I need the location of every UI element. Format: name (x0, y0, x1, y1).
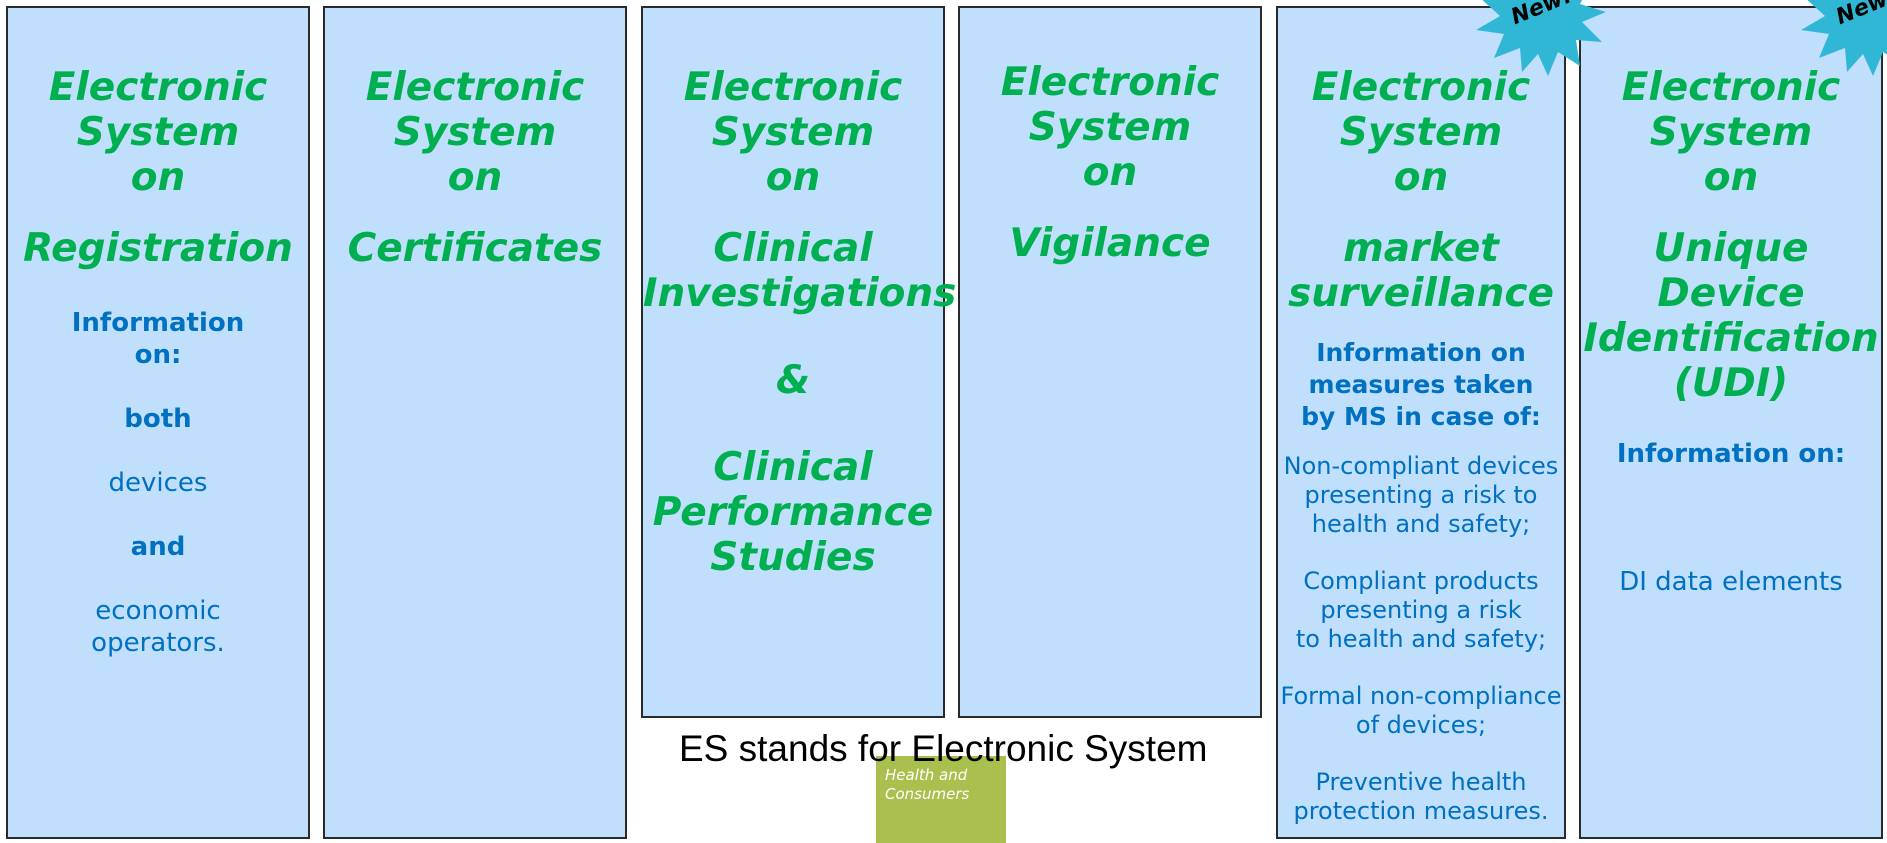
info-line: of devices; (1355, 711, 1487, 739)
title-line: on (1393, 155, 1449, 200)
new-badge-starburst (1476, 0, 1606, 76)
title-line: Electronic (48, 65, 268, 110)
info-line: devices (108, 468, 208, 498)
info-line: Non-compliant devices (1283, 452, 1559, 480)
title-line: System (1339, 110, 1503, 155)
title-line: Electronic (365, 65, 585, 110)
info-line: Information on: (1616, 439, 1846, 469)
title-line: System (1028, 105, 1192, 150)
title-line: Device (1657, 271, 1805, 316)
info-line: on: (134, 340, 182, 370)
info-line: Information on (1316, 338, 1526, 367)
title-line: Performance (652, 490, 934, 535)
panel-info: Information on measures taken by MS in c… (1278, 337, 1564, 826)
title-line: Clinical (713, 226, 873, 271)
info-line: both (124, 404, 192, 434)
panel-market-surveillance: Electronic System on market surveillance… (1276, 6, 1566, 839)
logo-line: Consumers (885, 785, 970, 803)
info-line: and (130, 532, 186, 562)
title-line: Investigations (643, 271, 957, 316)
title-line: System (711, 110, 875, 155)
title-line: System (393, 110, 557, 155)
footnote-text: ES stands for Electronic System (679, 728, 1208, 769)
info-line: Formal non-compliance (1280, 682, 1562, 710)
title-line: Electronic (1621, 65, 1841, 110)
info-line: to health and safety; (1295, 625, 1547, 653)
panel-clinical-investigations: Electronic System on Clinical Investigat… (641, 6, 957, 718)
info-line: presenting a risk (1320, 596, 1522, 624)
title-line: (UDI) (1673, 361, 1789, 406)
title-line: Identification (1583, 316, 1879, 361)
title-line: Electronic (1311, 65, 1531, 110)
panel-title: Electronic System on Clinical Investigat… (643, 65, 957, 580)
panel-info: Information on: DI data elements (1581, 438, 1881, 598)
info-line: by MS in case of: (1301, 402, 1541, 431)
panel-title: Electronic System on Unique Device Ident… (1581, 65, 1881, 406)
title-line: System (76, 110, 240, 155)
title-line: market (1343, 226, 1499, 271)
info-line: presenting a risk to (1304, 481, 1538, 509)
title-line: Certificates (347, 226, 603, 271)
panel-certificates: Electronic System on Certificates (323, 6, 627, 839)
info-line: Information (71, 308, 245, 338)
title-line: Clinical (713, 445, 873, 490)
health-and-consumers-logo: Health and Consumers (876, 756, 1006, 843)
info-line: operators. (91, 628, 225, 658)
logo-line: Health and (885, 766, 968, 784)
title-line: Electronic (683, 65, 903, 110)
panel-udi: Electronic System on Unique Device Ident… (1579, 6, 1883, 839)
title-line: Studies (710, 535, 876, 580)
title-line: Electronic (1000, 60, 1220, 105)
panel-title: Electronic System on Vigilance (960, 60, 1260, 266)
panel-title: Electronic System on Certificates (325, 65, 625, 271)
info-line: economic (95, 596, 221, 626)
info-line: Compliant products (1303, 567, 1539, 595)
panel-title: Electronic System on market surveillance (1278, 65, 1564, 316)
title-line: on (1082, 150, 1138, 195)
title-line: on (447, 155, 503, 200)
title-line: Unique (1653, 226, 1809, 271)
new-badge-starburst (1801, 0, 1887, 76)
info-line: protection measures. (1293, 797, 1549, 825)
title-line: System (1649, 110, 1813, 155)
title-line: surveillance (1288, 271, 1554, 316)
info-line: Preventive health (1315, 768, 1527, 796)
info-line: measures taken (1308, 370, 1534, 399)
title-line: on (130, 155, 186, 200)
title-line: Registration (23, 226, 293, 271)
title-line: on (1703, 155, 1759, 200)
title-line: Vigilance (1009, 221, 1211, 266)
panel-info: Information on: both devices and economi… (8, 307, 308, 659)
info-line: health and safety; (1311, 510, 1531, 538)
panel-title: Electronic System on Registration (8, 65, 308, 271)
panel-vigilance: Electronic System on Vigilance (958, 6, 1262, 718)
title-line: & (775, 358, 810, 403)
info-line: DI data elements (1619, 567, 1843, 597)
panel-registration: Electronic System on Registration Inform… (6, 6, 310, 839)
title-line: on (765, 155, 821, 200)
